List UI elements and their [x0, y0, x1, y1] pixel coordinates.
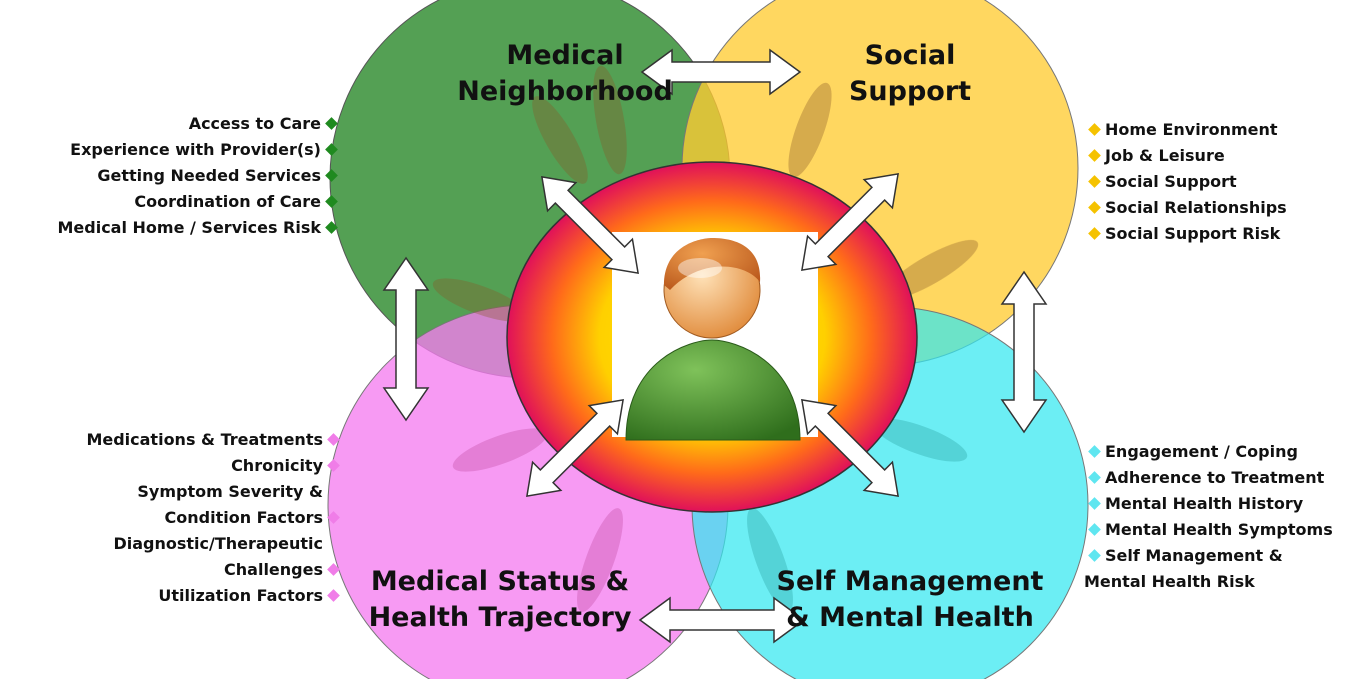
medical-status-title-line2: Health Trajectory [368, 602, 632, 633]
list-item: Home Environment [1084, 117, 1287, 143]
yellow-diamond-icon [1088, 227, 1101, 240]
self-management-list: Engagement / Coping Adherence to Treatme… [1084, 439, 1333, 595]
arrow-diagonal-top-left [541, 176, 639, 274]
social-support-title-line1: Social [864, 40, 956, 71]
yellow-diamond-icon [1088, 175, 1101, 188]
list-item: Condition Factors [86, 505, 344, 531]
green-diamond-icon [325, 195, 338, 208]
cyan-diamond-icon [1088, 445, 1101, 458]
list-item: Coordination of Care [57, 189, 342, 215]
arrow-diagonal-top-right [801, 173, 899, 271]
person-icon [625, 238, 801, 441]
medical-neighborhood-title-line2: Neighborhood [457, 76, 673, 107]
medical-neighborhood-title-line1: Medical [506, 40, 624, 71]
social-support-list: Home Environment Job & Leisure Social Su… [1084, 117, 1287, 247]
arrow-right [1000, 270, 1048, 434]
list-item: Mental Health Risk [1084, 572, 1255, 591]
list-item: Utilization Factors [86, 583, 344, 609]
list-item: Adherence to Treatment [1084, 465, 1333, 491]
list-item: Experience with Provider(s) [57, 137, 342, 163]
medical-neighborhood-list: Access to Care Experience with Provider(… [57, 111, 342, 241]
self-management-title-line1: Self Management [776, 566, 1044, 597]
medical-status-title-line1: Medical Status & [370, 566, 630, 597]
list-item: Mental Health Symptoms [1084, 517, 1333, 543]
cyan-diamond-icon [1088, 549, 1101, 562]
green-diamond-icon [325, 221, 338, 234]
green-diamond-icon [325, 117, 338, 130]
social-support-title: Social Support [810, 38, 1010, 110]
list-item: Diagnostic/Therapeutic [113, 534, 323, 553]
arrow-bottom [638, 596, 806, 644]
arrow-diagonal-bottom-left [526, 399, 624, 497]
pink-diamond-icon [327, 433, 340, 446]
list-item: Challenges [86, 557, 344, 583]
list-item: Social Relationships [1084, 195, 1287, 221]
self-management-title-line2: & Mental Health [786, 602, 1034, 633]
pink-diamond-icon [327, 563, 340, 576]
yellow-diamond-icon [1088, 149, 1101, 162]
list-item: Job & Leisure [1084, 143, 1287, 169]
list-item: Access to Care [57, 111, 342, 137]
list-item: Social Support Risk [1084, 221, 1287, 247]
medical-neighborhood-title: Medical Neighborhood [455, 38, 675, 110]
yellow-diamond-icon [1088, 201, 1101, 214]
list-item: Getting Needed Services [57, 163, 342, 189]
cyan-diamond-icon [1088, 471, 1101, 484]
arrow-top [640, 48, 802, 96]
cyan-diamond-icon [1088, 497, 1101, 510]
medical-status-title: Medical Status & Health Trajectory [350, 564, 650, 636]
list-item: Medical Home / Services Risk [57, 215, 342, 241]
self-management-title: Self Management & Mental Health [760, 564, 1060, 636]
social-support-title-line2: Support [848, 76, 972, 107]
green-diamond-icon [325, 169, 338, 182]
arrow-left [382, 256, 430, 422]
list-item: Social Support [1084, 169, 1287, 195]
medical-status-list: Medications & Treatments Chronicity Symp… [86, 427, 344, 609]
cyan-diamond-icon [1088, 523, 1101, 536]
list-item: Chronicity [86, 453, 344, 479]
list-item: Mental Health History [1084, 491, 1333, 517]
yellow-diamond-icon [1088, 123, 1101, 136]
hands-graphic [432, 65, 979, 612]
list-item: Self Management & [1084, 543, 1333, 569]
pink-diamond-icon [327, 511, 340, 524]
green-diamond-icon [325, 143, 338, 156]
list-item: Engagement / Coping [1084, 439, 1333, 465]
pink-diamond-icon [327, 589, 340, 602]
arrow-diagonal-bottom-right [801, 399, 899, 497]
list-item: Medications & Treatments [86, 427, 344, 453]
pink-diamond-icon [327, 459, 340, 472]
list-item: Symptom Severity & [137, 482, 323, 501]
